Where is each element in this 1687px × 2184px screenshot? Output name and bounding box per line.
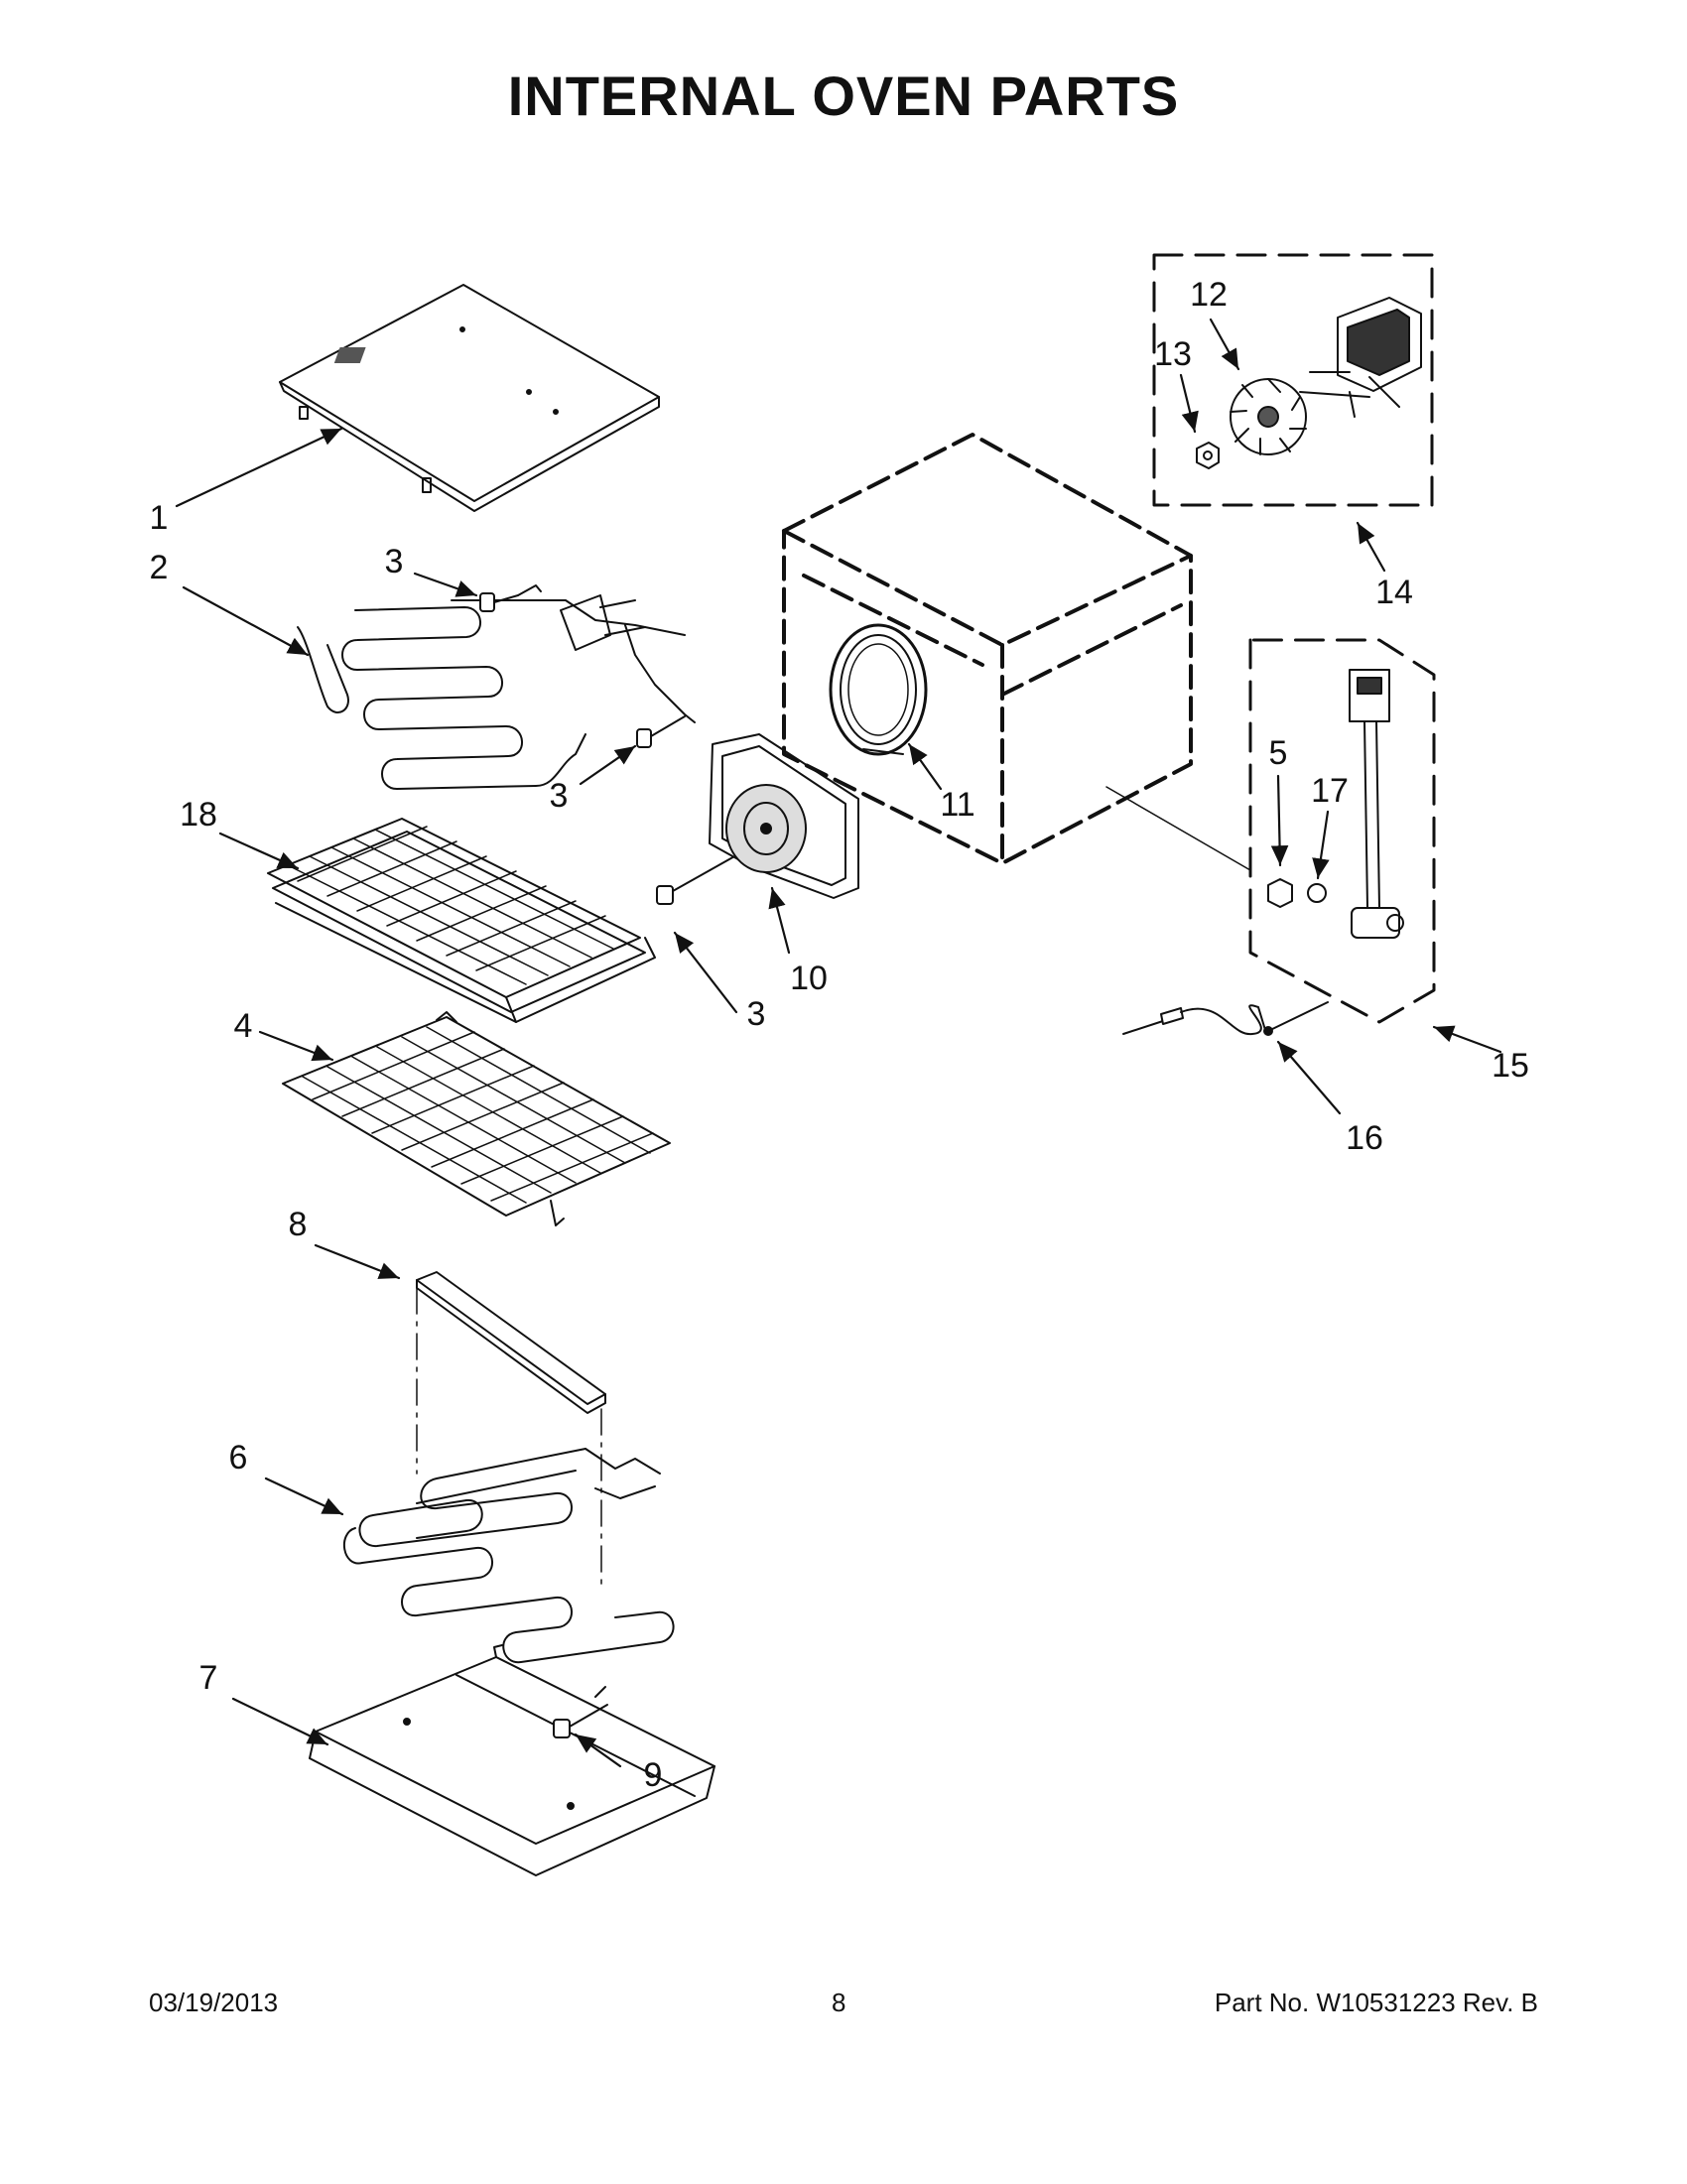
- footer-page-number: 8: [832, 1988, 846, 2017]
- callout-3-middle: 3: [550, 777, 569, 815]
- bake-element-cover-part: [416, 1271, 606, 1589]
- callout-6: 6: [229, 1439, 248, 1477]
- callout-labels: 1 2 3 3 3 4 5 6 7 8 9 10 11 12 13 14 15 …: [150, 276, 1529, 1794]
- callout-10: 10: [790, 960, 828, 997]
- callout-4: 4: [234, 1007, 253, 1045]
- callout-3-upper: 3: [385, 543, 404, 580]
- sensor-washer-part: [1307, 883, 1327, 903]
- nut-part: [1196, 442, 1220, 469]
- bottom-panel-part: [309, 1644, 715, 1876]
- callout-8: 8: [289, 1206, 308, 1243]
- top-panel-part: [279, 284, 660, 512]
- oven-cavity-part: [782, 433, 1193, 865]
- callout-5: 5: [1269, 734, 1288, 772]
- footer-part-number: Part No. W10531223 Rev. B: [1214, 1988, 1538, 2017]
- callout-3-lower: 3: [747, 995, 766, 1033]
- temperature-sensor-assembly-part: [1248, 638, 1436, 1024]
- callout-11: 11: [940, 786, 974, 824]
- screw-part-upper: [479, 584, 542, 612]
- callout-arrows: [175, 318, 1502, 1768]
- fan-motor-part: [1299, 297, 1422, 418]
- callout-17: 17: [1311, 772, 1349, 810]
- fan-blade-part: [1230, 378, 1307, 455]
- callout-7: 7: [199, 1659, 218, 1697]
- oven-rack-part: [282, 1011, 671, 1226]
- leader-line-cavity: [1105, 786, 1251, 871]
- footer-date: 03/19/2013: [149, 1988, 279, 2017]
- callout-2: 2: [150, 549, 169, 586]
- screw-part-lower: [656, 854, 737, 905]
- callout-16: 16: [1346, 1119, 1383, 1157]
- callout-18: 18: [180, 796, 217, 834]
- fan-cover-part: [709, 733, 859, 899]
- bake-element-part: [342, 1448, 675, 1664]
- broil-element-part: [297, 594, 696, 790]
- callout-15: 15: [1492, 1047, 1529, 1085]
- screw-part-middle: [636, 715, 686, 748]
- callout-14: 14: [1375, 574, 1413, 611]
- sensor-nut-part: [1267, 878, 1293, 908]
- sliding-rack-part: [267, 818, 656, 1023]
- callout-9: 9: [644, 1756, 663, 1794]
- callout-1: 1: [150, 499, 169, 537]
- callout-12: 12: [1190, 276, 1228, 314]
- screw-part-bottom: [553, 1704, 608, 1738]
- fan-motor-assembly-part: [1152, 253, 1434, 507]
- meat-probe-part: [1122, 1001, 1329, 1036]
- page-title: INTERNAL OVEN PARTS: [507, 64, 1180, 127]
- callout-13: 13: [1154, 335, 1192, 373]
